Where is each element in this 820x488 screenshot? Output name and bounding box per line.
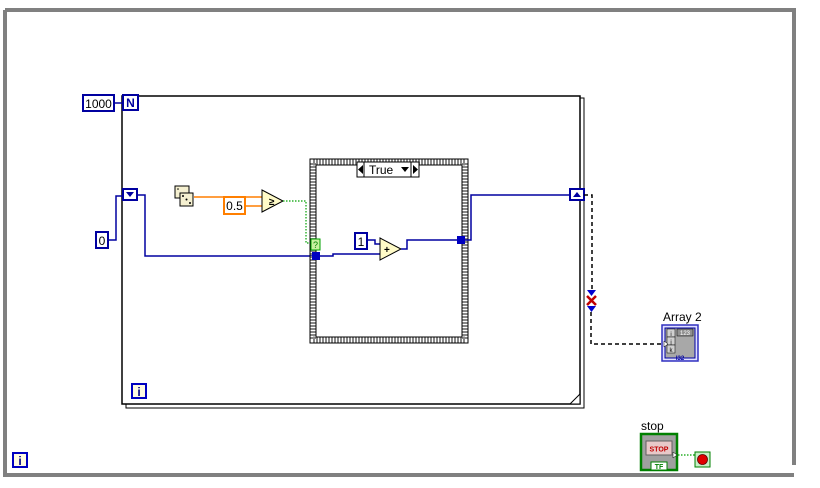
wire-add-out[interactable] <box>401 239 460 250</box>
svg-text:True: True <box>369 163 394 177</box>
svg-text:?: ? <box>313 240 318 250</box>
dice-icon[interactable] <box>174 185 194 207</box>
svg-text:0: 0 <box>99 234 106 248</box>
diagram-frame <box>3 8 796 477</box>
case-selector-terminal[interactable]: ? <box>310 238 321 251</box>
shift-register-right[interactable] <box>569 188 585 201</box>
svg-text:k: k <box>670 348 674 354</box>
chevron-down-icon[interactable] <box>401 167 409 172</box>
loop-count-terminal[interactable]: N <box>122 94 139 111</box>
wire-one[interactable] <box>367 239 381 245</box>
broken-wire-to-array[interactable] <box>590 312 664 345</box>
outer-iteration-terminal: i <box>12 452 28 468</box>
stop-control-label: stop <box>641 419 664 433</box>
svg-text:1: 1 <box>358 235 365 249</box>
svg-text:j: j <box>669 340 671 346</box>
threshold-constant[interactable]: 0.5 <box>223 196 246 215</box>
svg-text:I32: I32 <box>676 356 685 362</box>
shift-register-left[interactable] <box>122 188 138 201</box>
wire-to-sr-right[interactable] <box>465 194 571 241</box>
count-constant[interactable]: 1000 <box>82 94 115 112</box>
resize-corner[interactable] <box>568 392 581 405</box>
decrement-case-icon[interactable] <box>358 165 363 174</box>
svg-text:≥: ≥ <box>269 197 275 208</box>
shift-register-init-constant[interactable]: 0 <box>95 231 109 249</box>
increment-constant[interactable]: 1 <box>354 232 368 250</box>
broken-wire-x-icon[interactable] <box>586 295 597 306</box>
svg-text:123: 123 <box>680 331 691 337</box>
svg-text:N: N <box>126 96 135 110</box>
case-output-tunnel[interactable] <box>457 236 465 244</box>
svg-text:i: i <box>18 454 21 468</box>
increment-case-icon[interactable] <box>413 165 418 174</box>
svg-text:i: i <box>670 332 671 338</box>
loop-iteration-terminal: i <box>131 383 147 399</box>
stop-condition-icon[interactable] <box>694 451 711 468</box>
svg-text:+: + <box>384 245 390 256</box>
svg-text:STOP: STOP <box>650 447 669 454</box>
svg-text:0.5: 0.5 <box>226 199 243 213</box>
svg-text:1000: 1000 <box>85 97 112 111</box>
broken-wire[interactable] <box>584 194 593 290</box>
stop-control[interactable]: STOP TF <box>639 432 679 472</box>
array-indicator[interactable]: i j k 123 I32 <box>661 324 699 362</box>
greater-or-equal-icon[interactable]: ≥ <box>261 189 285 213</box>
case-input-tunnel[interactable] <box>312 252 320 260</box>
case-selector[interactable]: True <box>356 161 420 178</box>
wire-tunnel-add[interactable] <box>320 253 381 257</box>
array-indicator-label: Array 2 <box>663 310 702 324</box>
svg-text:TF: TF <box>655 464 664 471</box>
wire-sr-to-case[interactable] <box>137 194 315 257</box>
wire-init[interactable] <box>108 195 123 241</box>
svg-text:i: i <box>137 385 140 399</box>
add-function[interactable]: + <box>379 237 403 261</box>
